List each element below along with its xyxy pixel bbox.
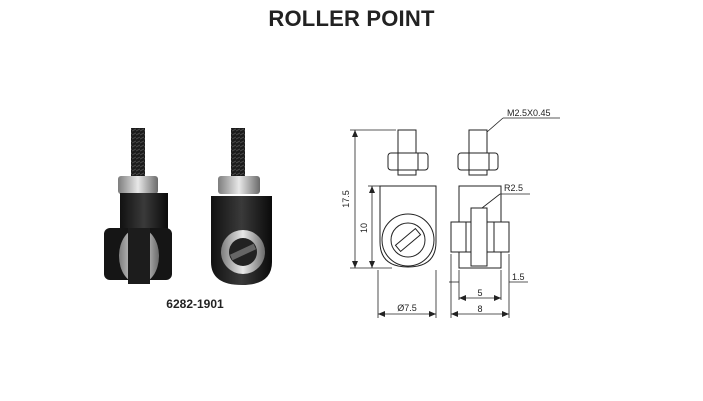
part-number: 6282-1901 [166, 297, 224, 311]
roller-point-photo-side [211, 128, 272, 285]
roller-point-photo-front [104, 128, 172, 284]
dim-total-height: 17.5 [341, 190, 351, 208]
drawing-side-view [379, 129, 437, 268]
dim-center-width: 5 [477, 288, 482, 298]
dim-radius: R2.5 [504, 183, 523, 193]
page-title: ROLLER POINT [268, 6, 435, 31]
drawing-front-view [450, 129, 510, 269]
dim-thread: M2.5X0.45 [507, 108, 551, 118]
dim-overall-width: 8 [477, 304, 482, 314]
dim-roller-diameter: Ø7.5 [397, 303, 417, 313]
dimension-arrows [352, 130, 509, 317]
dim-body-height: 10 [359, 223, 369, 233]
dim-offset: 1.5 [512, 272, 525, 282]
